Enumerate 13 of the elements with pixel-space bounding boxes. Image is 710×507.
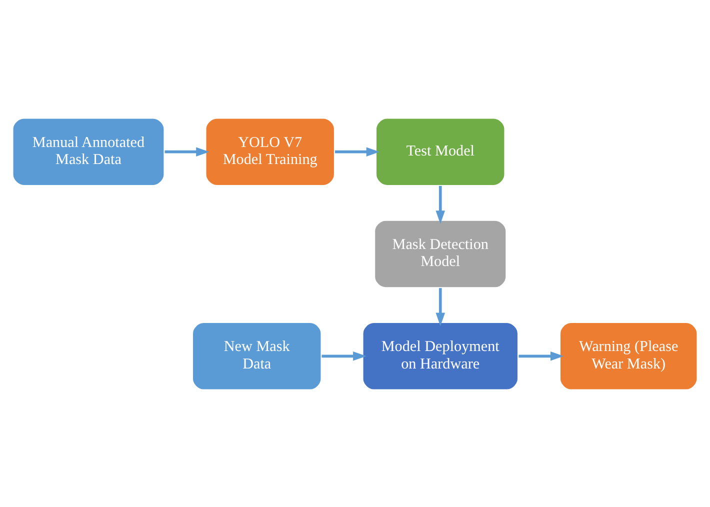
arrow bbox=[518, 351, 564, 360]
node-box: Warning (Please Wear Mask) bbox=[558, 320, 699, 391]
node-box: Manual Annotated Mask Data bbox=[11, 116, 166, 186]
node-box: New Mask Data bbox=[191, 320, 323, 391]
node-box: Mask Detection Model bbox=[373, 218, 508, 288]
arrow bbox=[436, 288, 446, 326]
arrow bbox=[322, 351, 366, 360]
arrow bbox=[334, 146, 380, 156]
arrow bbox=[436, 185, 446, 224]
node-box: Test Model bbox=[374, 116, 506, 186]
node-box: Model Deployment on Hardware bbox=[361, 320, 520, 391]
arrow bbox=[164, 146, 210, 156]
node-box: YOLO V7 Model Training bbox=[204, 116, 336, 186]
